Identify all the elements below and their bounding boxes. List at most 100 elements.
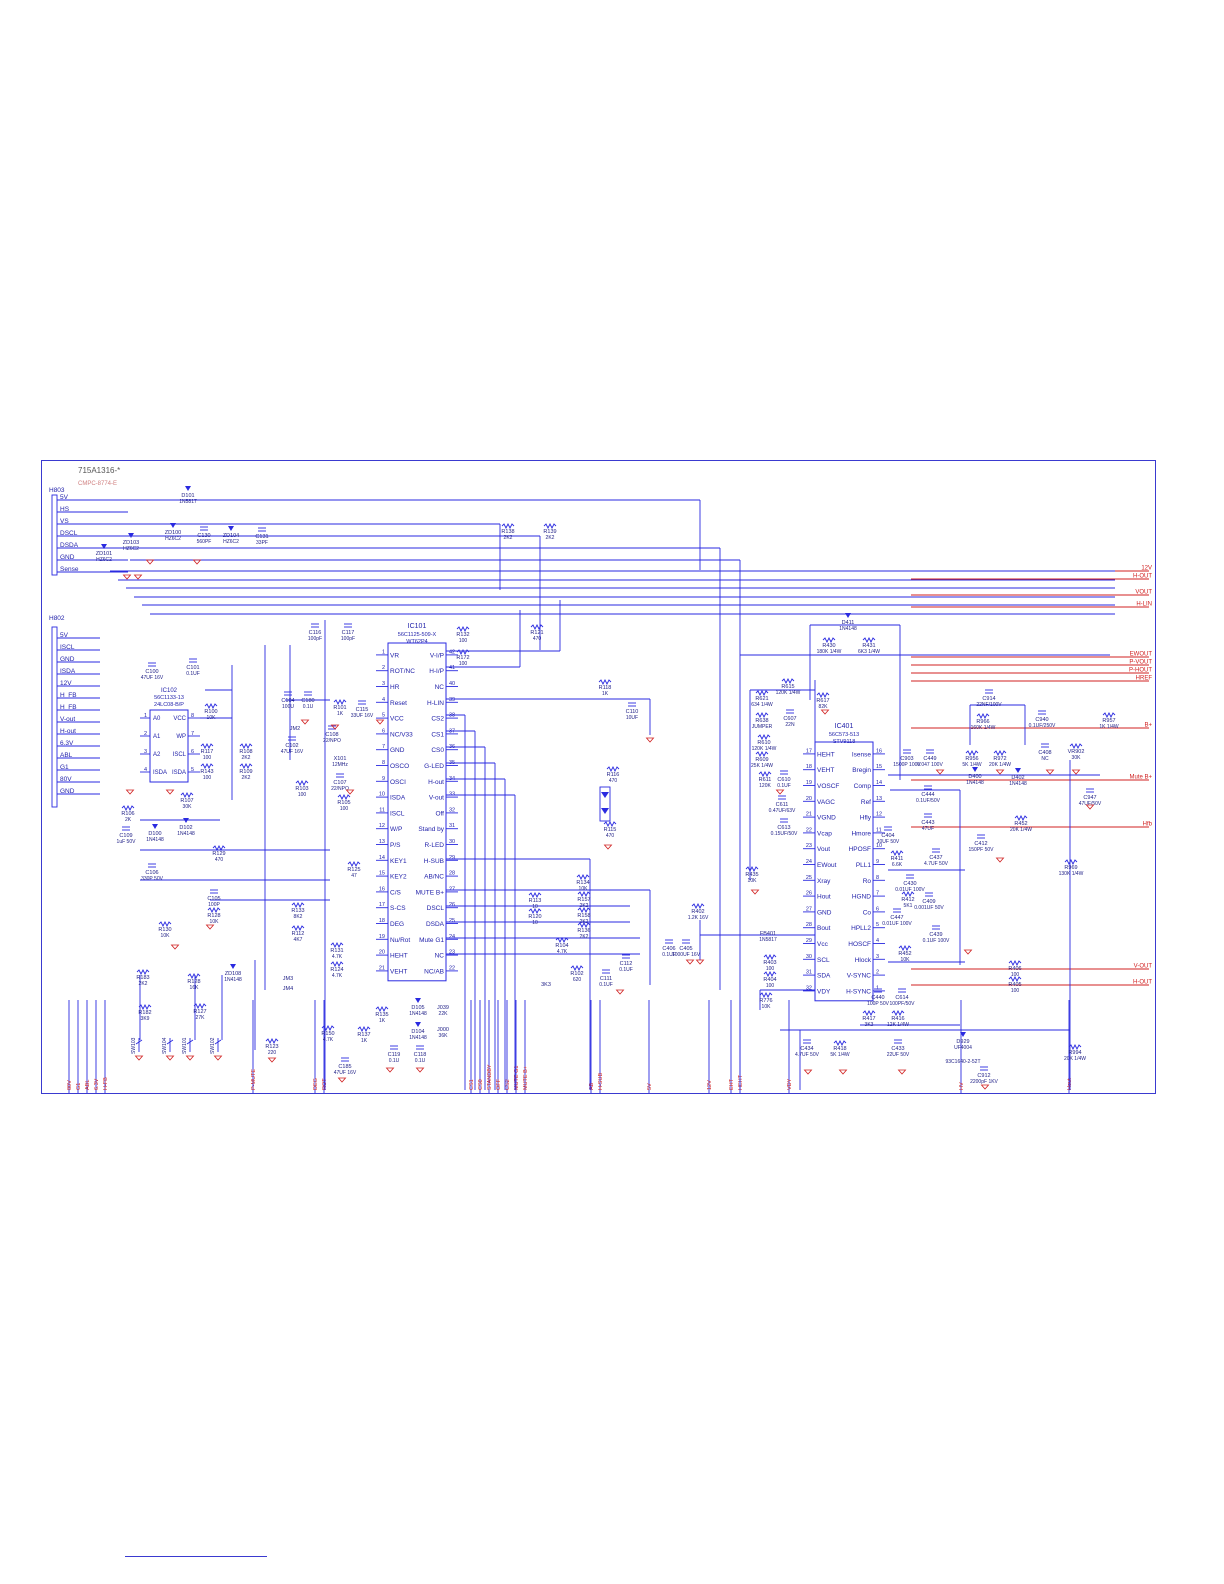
part-ref: R137 bbox=[357, 1032, 370, 1038]
part-ref: C437 bbox=[929, 855, 942, 861]
switch-symbol bbox=[214, 1039, 222, 1045]
resistor-symbol bbox=[755, 711, 769, 719]
ic102-pin-number: 3 bbox=[144, 749, 147, 755]
h802-pin-label: 80V bbox=[60, 776, 72, 783]
ic101-pin-label: DSDA bbox=[426, 921, 445, 928]
part-value: 4.7K bbox=[557, 949, 568, 955]
part-value: 47UF/50V bbox=[1079, 801, 1102, 807]
diode-symbol bbox=[1015, 768, 1021, 773]
ground-symbol bbox=[1045, 769, 1055, 775]
h802-pin-label: H-out bbox=[60, 728, 76, 735]
part-value: 0.01UF 100V bbox=[882, 921, 912, 927]
resistor-symbol bbox=[577, 921, 591, 929]
part-value: 150PF 50V bbox=[968, 847, 994, 853]
ic401-pin-label: Isense bbox=[852, 751, 872, 758]
ground-symbol bbox=[267, 1057, 277, 1063]
resistor-symbol bbox=[691, 902, 705, 910]
ground-symbol bbox=[133, 574, 143, 580]
bottom-net-label: OFF bbox=[496, 1078, 502, 1090]
part-value: 5K 1/4W bbox=[830, 1052, 849, 1058]
part-value: 2K2 bbox=[242, 755, 251, 761]
switch-symbol bbox=[186, 1039, 194, 1045]
ic401-pin-number: 21 bbox=[806, 812, 812, 818]
part-ref: C130 bbox=[197, 533, 210, 539]
part-value: 1.2K 16V bbox=[688, 915, 709, 921]
part-ref: JM3 bbox=[283, 976, 293, 982]
resistor-symbol bbox=[606, 765, 620, 773]
part-ref: R138 bbox=[501, 529, 514, 535]
part-ref: ZD104 bbox=[223, 533, 240, 539]
ground-symbol bbox=[603, 844, 613, 850]
ground-symbol bbox=[897, 1069, 907, 1075]
ic401-pin-label: HEHT bbox=[817, 751, 835, 758]
part-value: 100 bbox=[340, 806, 349, 812]
part-value: 16K bbox=[190, 985, 200, 991]
resistor-symbol bbox=[555, 936, 569, 944]
part-value: 47 bbox=[351, 873, 357, 879]
part-ref: R966 bbox=[976, 719, 989, 725]
bottom-net-label: VDY bbox=[787, 1078, 793, 1090]
part-ref: C449 bbox=[923, 756, 936, 762]
resistor-symbol bbox=[265, 1037, 279, 1045]
part-value: 4.7UF 50V bbox=[795, 1052, 820, 1058]
part-value: 22/NPO bbox=[331, 786, 349, 792]
ic101-pin-number: 6 bbox=[382, 728, 385, 734]
resistor-symbol bbox=[158, 920, 172, 928]
ic102-pin-number: 5 bbox=[191, 767, 194, 773]
part-ref: C430 bbox=[903, 881, 916, 887]
bottom-net-label: CS2 bbox=[505, 1079, 511, 1090]
part-ref: R403 bbox=[763, 960, 776, 966]
part-value: 0.1U bbox=[303, 704, 314, 710]
part-value: 0.1UF 100V bbox=[923, 938, 950, 944]
ic101-pin-label: Mute G1 bbox=[419, 937, 444, 944]
part-ref: R435 bbox=[745, 872, 758, 878]
ic401-pin-number: 3 bbox=[876, 954, 879, 960]
part-value: 36K bbox=[439, 1033, 449, 1039]
part-ref: C405 bbox=[679, 946, 692, 952]
ic401-pin-label: HOSCF bbox=[848, 941, 871, 948]
part-value: 93C1640-2-52T bbox=[945, 1059, 980, 1065]
ic401-pin-number: 9 bbox=[876, 859, 879, 865]
part-ref: R103 bbox=[295, 786, 308, 792]
net-label: P-HOUT bbox=[1129, 668, 1152, 674]
part-value: 47UF 16V bbox=[281, 749, 304, 755]
part-value: 1uF 50V bbox=[117, 839, 137, 845]
ic401-pin-label: Vout bbox=[817, 846, 830, 853]
part-ref: C439 bbox=[929, 932, 942, 938]
h803-pin-label: 5V bbox=[60, 494, 69, 501]
part-value: 120K bbox=[759, 783, 771, 789]
ic101-pin-label: CS1 bbox=[431, 731, 444, 738]
ic101-pin-number: 15 bbox=[379, 871, 385, 877]
ic101-ref: IC101 bbox=[408, 623, 427, 630]
part-ref: R101 bbox=[333, 705, 346, 711]
h803-ref: H803 bbox=[49, 487, 65, 494]
part-ref: C180 bbox=[301, 698, 314, 704]
bottom-net-label: MUTE B+ bbox=[523, 1066, 529, 1090]
resistor-symbol bbox=[543, 522, 557, 530]
part-value: 330P 50V bbox=[141, 876, 164, 882]
resistor-symbol bbox=[758, 770, 772, 778]
ic401-pin-label: Hout bbox=[817, 894, 831, 901]
ic101-pin-label: R-LED bbox=[424, 842, 444, 849]
bottom-net-label: 12V bbox=[707, 1080, 713, 1090]
part-value: 4.7K bbox=[323, 1037, 334, 1043]
part-value: 0.1UF bbox=[599, 982, 613, 988]
ic101-pin-label: S-CS bbox=[390, 905, 406, 912]
resistor-symbol bbox=[901, 890, 915, 898]
part-ref: C440 bbox=[871, 995, 884, 1001]
ic401-pin-number: 1 bbox=[876, 985, 879, 991]
part-value: 4.7K bbox=[332, 973, 343, 979]
part-ref: D402 bbox=[1011, 775, 1024, 781]
part-value: 12K 1/4W bbox=[887, 1022, 909, 1028]
part-value: 1N4148 bbox=[409, 1035, 427, 1041]
ic401-pin-label: EWout bbox=[817, 862, 837, 869]
part-value: 100pF bbox=[341, 636, 355, 642]
part-ref: C108 bbox=[325, 732, 338, 738]
ic401-pin-number: 6 bbox=[876, 906, 879, 912]
part-ref: C110 bbox=[626, 709, 639, 715]
diode-symbol bbox=[185, 486, 191, 491]
ic401-pin-label: SDA bbox=[817, 973, 831, 980]
ic101-pin-number: 20 bbox=[379, 950, 385, 956]
ground-symbol bbox=[820, 709, 830, 715]
part-ref: C611 bbox=[776, 802, 789, 808]
